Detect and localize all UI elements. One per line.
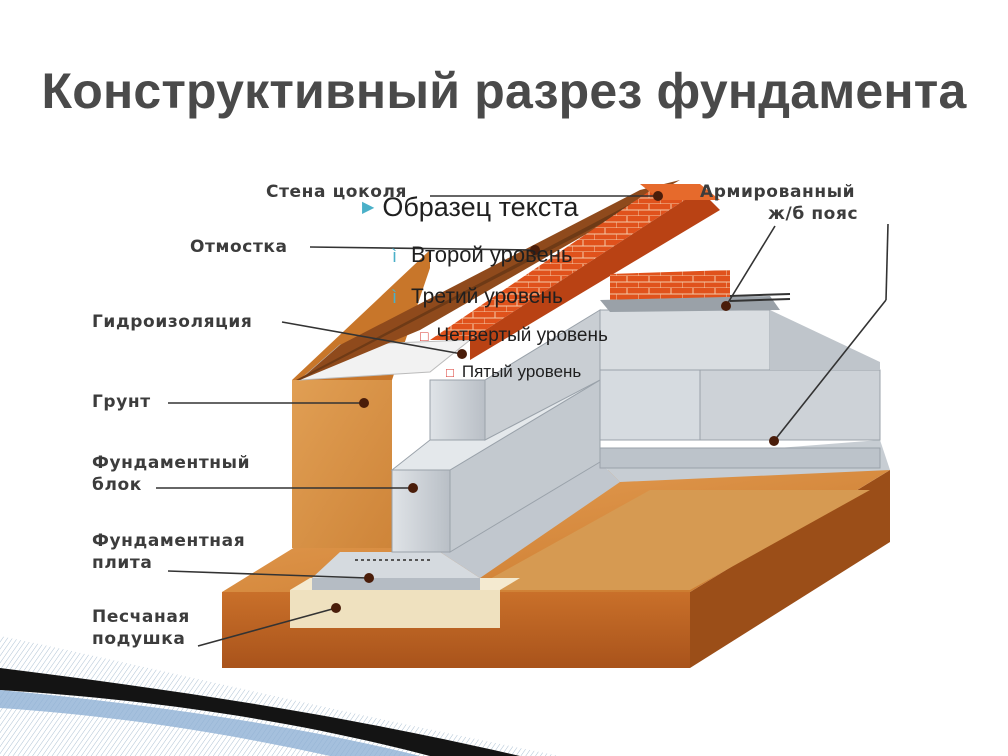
placeholder-level-5-text: Пятый уровень (461, 362, 582, 381)
placeholder-level-1[interactable]: ▶ Образец текста (362, 192, 578, 223)
placeholder-level-3[interactable]: ì Третий уровень (392, 285, 563, 309)
leader-dots (331, 191, 779, 613)
blind-area (296, 180, 680, 381)
label-reinforced-belt-line2: ж/б пояс (768, 204, 859, 224)
excavation-floor (470, 490, 870, 590)
placeholder-level-5[interactable]: □ Пятый уровень (446, 362, 581, 382)
label-sand-cushion-line1: Песчаная (92, 607, 190, 627)
hook-bullet-icon: ì (392, 287, 398, 307)
label-reinforced-belt-line1: Армированный (700, 182, 856, 202)
brick-wall (430, 184, 730, 360)
placeholder-level-3-text: Третий уровень (411, 285, 563, 308)
label-foundation-slab-line2: плита (92, 553, 153, 573)
foundation-blocks (390, 309, 881, 553)
square-bullet-icon: □ (446, 365, 454, 380)
placeholder-level-1-text: Образец текста (382, 192, 579, 222)
label-sand-cushion: Песчаная подушка (92, 606, 190, 650)
label-foundation-block-line2: блок (92, 475, 142, 495)
label-soil: Грунт (92, 392, 151, 412)
placeholder-level-4[interactable]: □ Четвертый уровень (420, 325, 608, 347)
placeholder-level-2[interactable]: ì Второй уровень (392, 242, 572, 268)
leader-lines (156, 195, 889, 647)
label-blind-area: Отмостка (190, 237, 288, 257)
label-foundation-slab-line1: Фундаментная (92, 531, 246, 551)
label-waterproofing: Гидроизоляция (92, 312, 253, 332)
slide-title: Конструктивный разрез фундамента (41, 63, 967, 119)
soil-block (292, 250, 430, 548)
reinforced-belt (600, 293, 791, 312)
label-sand-cushion-line2: подушка (92, 629, 186, 649)
label-foundation-block: Фундаментный блок (92, 452, 250, 496)
placeholder-level-2-text: Второй уровень (411, 242, 573, 267)
hook-bullet-icon: ì (392, 246, 398, 266)
label-wall: Стена цоколя (266, 182, 408, 202)
label-foundation-slab: Фундаментная плита (92, 530, 245, 574)
label-reinforced-belt: Армированный ж/б пояс (700, 181, 858, 225)
triangle-bullet-icon: ▶ (362, 199, 375, 216)
placeholder-level-4-text: Четвертый уровень (436, 325, 608, 346)
label-foundation-block-line1: Фундаментный (92, 453, 251, 473)
square-bullet-icon: □ (420, 328, 429, 344)
